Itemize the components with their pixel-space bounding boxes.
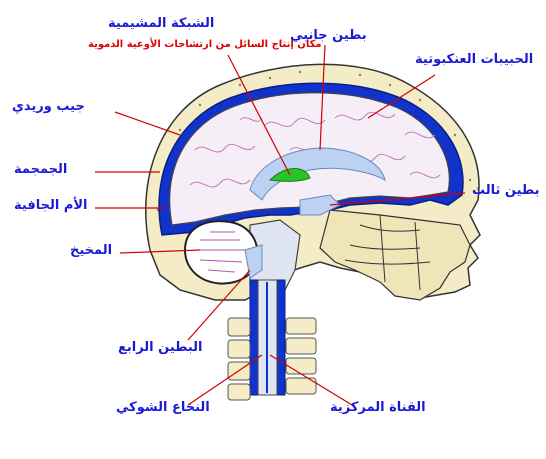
label-choroid-plexus: الشبكة المشيمية: [108, 16, 215, 31]
pointer-canal: [269, 354, 353, 406]
pointer-cord: [187, 354, 263, 406]
pointer-choroid: [227, 54, 291, 176]
vertebrae: [227, 317, 317, 401]
label-lateral-ventricle: بطين جانبي: [290, 28, 367, 43]
cerebellum-folia: [198, 231, 245, 273]
label-venous-sinus: جيب وريدي: [12, 99, 85, 114]
label-central-canal: القناة المركزية: [330, 400, 426, 415]
label-spinal-cord: النخاع الشوكي: [116, 400, 210, 415]
label-skull: الجمجمة: [14, 162, 68, 177]
pointer-lateral: [319, 44, 326, 151]
label-cerebellum: المخيخ: [70, 243, 113, 258]
label-choroid-note: مكان إنتاج السائل من ارتشاحات الأوعية ال…: [88, 39, 322, 50]
face-bones: [344, 214, 431, 291]
label-dura-mater: الأم الجافية: [14, 198, 88, 213]
fourth-ventricle: [244, 244, 263, 279]
pointer-sinus: [114, 111, 181, 136]
brain-gyri: [189, 111, 441, 188]
label-fourth-ventricle: البطين الرابع: [118, 340, 203, 355]
label-third-ventricle: بطين ثالث: [472, 183, 540, 198]
label-arachnoid-granulations: الحبيبات العنكبوتية: [415, 52, 534, 67]
pointer-arachnoid: [367, 74, 436, 119]
pointer-cerebellum: [119, 249, 201, 254]
third-ventricle: [299, 194, 341, 216]
pointer-fourth: [187, 269, 251, 341]
pointer-third: [329, 192, 466, 206]
pointer-lines: [95, 44, 466, 406]
face-region: [319, 209, 471, 301]
